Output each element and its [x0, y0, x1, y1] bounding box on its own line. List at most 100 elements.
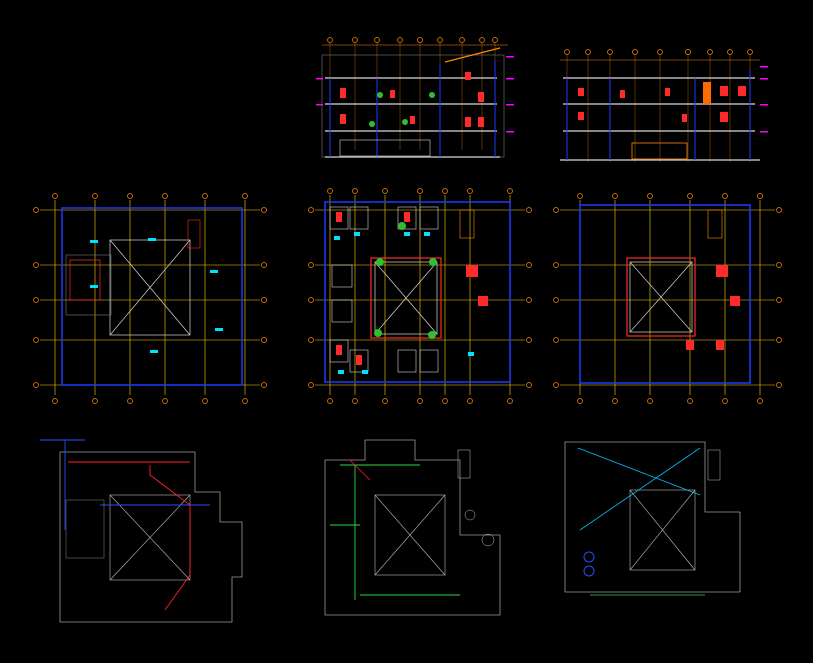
axis-bubble: [308, 337, 314, 343]
axis-bubble: [417, 37, 423, 43]
axis-bubble: [685, 49, 691, 55]
axis-bubble: [261, 297, 267, 303]
axis-bubble: [553, 207, 559, 213]
axis-bubble: [92, 398, 98, 404]
axis-bubble: [92, 193, 98, 199]
axis-bubble: [553, 262, 559, 268]
section-a-level-tags: [316, 56, 514, 133]
installations-typical-furniture: [457, 449, 495, 547]
installations-first-outline: [59, 451, 243, 623]
axis-bubble: [33, 337, 39, 343]
plan-typical-floor-furniture: [336, 212, 488, 365]
section-b-floor-slabs: [560, 77, 760, 161]
plan-typical-floor-plants: [374, 222, 437, 339]
axis-bubble: [776, 337, 782, 343]
section-a-floor-slabs: [325, 77, 500, 158]
installations-first: [40, 439, 243, 623]
axis-bubble: [33, 262, 39, 268]
plan-roof-floor-courtyard: [629, 261, 693, 333]
axis-bubble: [757, 398, 763, 404]
plan-first-floor-stage: [69, 259, 101, 301]
axis-bubble: [261, 337, 267, 343]
axis-bubble: [687, 398, 693, 404]
plan-first-floor-grid: [33, 193, 267, 404]
axis-bubble: [327, 398, 333, 404]
axis-bubble: [612, 398, 618, 404]
axis-bubble: [459, 37, 465, 43]
section-b-furniture: [578, 86, 746, 122]
axis-bubble: [585, 49, 591, 55]
axis-bubble: [442, 188, 448, 194]
plan-typical-floor-walls: [324, 201, 511, 383]
plan-typical-floor-courtyard-ring: [370, 257, 442, 339]
plan-first-floor-stair: [187, 219, 201, 249]
installations-typical-green-line: [330, 464, 460, 600]
plan-roof-floor: [553, 193, 782, 404]
axis-bubble: [553, 297, 559, 303]
axis-bubble: [553, 337, 559, 343]
axis-bubble: [722, 193, 728, 199]
axis-bubble: [632, 49, 638, 55]
axis-bubble: [526, 262, 532, 268]
axis-bubble: [352, 398, 358, 404]
axis-bubble: [352, 37, 358, 43]
axis-bubble: [776, 262, 782, 268]
installations-roof: [564, 441, 741, 596]
plan-first-floor-auditorium: [65, 254, 112, 316]
axis-bubble: [308, 297, 314, 303]
installations-roof-cyan-lines: [577, 447, 701, 531]
axis-bubble: [127, 398, 133, 404]
axis-bubble: [467, 188, 473, 194]
axis-bubble: [327, 37, 333, 43]
installations-first-auditorium: [65, 499, 105, 559]
plan-typical-floor-stair: [459, 209, 475, 239]
section-b-walls: [566, 70, 751, 160]
axis-bubble: [526, 382, 532, 388]
plan-typical-floor-courtyard: [374, 261, 438, 335]
axis-bubble: [612, 193, 618, 199]
section-a: [316, 37, 514, 158]
axis-bubble: [52, 193, 58, 199]
section-a-ground-facade: [339, 139, 431, 157]
section-b: [560, 49, 768, 162]
axis-bubble: [526, 207, 532, 213]
axis-bubble: [776, 297, 782, 303]
axis-bubble: [33, 207, 39, 213]
axis-bubble: [564, 49, 570, 55]
axis-bubble: [33, 297, 39, 303]
axis-bubble: [202, 193, 208, 199]
plan-roof-floor-walls: [579, 204, 751, 384]
axis-bubble: [507, 398, 513, 404]
plan-roof-floor-stair: [707, 209, 723, 239]
axis-bubble: [382, 398, 388, 404]
section-a-furniture: [340, 72, 484, 127]
axis-bubble: [437, 37, 443, 43]
installations-first-red-line: [68, 461, 191, 611]
installations-roof-tanks: [583, 551, 595, 577]
axis-bubble: [417, 188, 423, 194]
axis-bubble: [382, 188, 388, 194]
axis-bubble: [647, 193, 653, 199]
axis-bubble: [507, 188, 513, 194]
axis-bubble: [261, 262, 267, 268]
axis-bubble: [397, 37, 403, 43]
plan-roof-floor-courtyard-ring: [626, 257, 696, 337]
axis-bubble: [607, 49, 613, 55]
plan-roof-floor-furniture: [686, 265, 740, 350]
axis-bubble: [33, 382, 39, 388]
axis-bubble: [261, 207, 267, 213]
installations-first-courtyard: [109, 494, 191, 581]
axis-bubble: [577, 193, 583, 199]
axis-bubble: [467, 398, 473, 404]
section-b-axis-marks: [564, 49, 753, 162]
axis-bubble: [687, 193, 693, 199]
installations-typical-outline: [324, 439, 501, 616]
section-a-plants: [369, 92, 435, 127]
axis-bubble: [526, 297, 532, 303]
section-a-axis-marks: [327, 37, 498, 150]
section-b-ground-facade: [631, 142, 688, 160]
axis-bubble: [727, 49, 733, 55]
axis-bubble: [52, 398, 58, 404]
